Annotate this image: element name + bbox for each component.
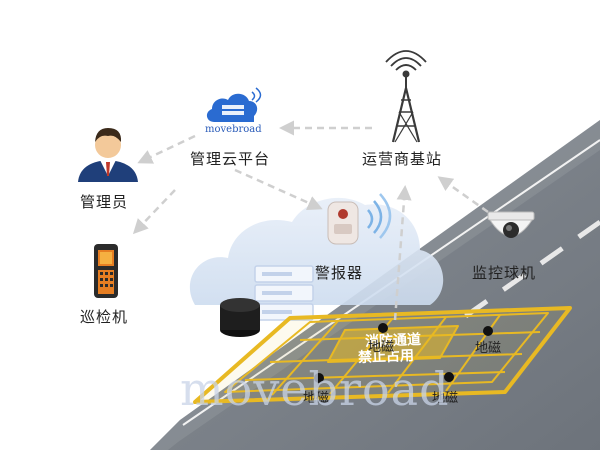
cloud-background xyxy=(189,197,444,305)
sensor-dot xyxy=(378,323,388,333)
sensor-label-4: 地磁 xyxy=(432,391,459,406)
camera-label: 监控球机 xyxy=(472,264,537,282)
base-station-label: 运营商基站 xyxy=(362,150,443,168)
sensor-dot xyxy=(444,372,454,382)
inspector-label: 巡检机 xyxy=(80,308,129,326)
alarm-device-icon xyxy=(327,193,392,245)
sensor-dot xyxy=(483,326,493,336)
brand-logo-text: movebroad xyxy=(205,124,262,135)
sensor-label-2: 地磁 xyxy=(475,341,502,356)
flow-arrows xyxy=(132,120,489,321)
administrator-label: 管理员 xyxy=(80,193,129,211)
fire-lane-zone xyxy=(193,306,572,404)
sensor-dot xyxy=(314,373,324,383)
sensor-dots xyxy=(314,323,493,383)
base-station-tower-icon xyxy=(385,50,427,143)
sensor-label-3: 地磁 xyxy=(303,391,330,406)
server-icon xyxy=(254,265,314,321)
cloud-platform-label: 管理云平台 xyxy=(190,150,271,168)
cloud-platform-icon xyxy=(206,87,262,122)
sensor-label-1: 地磁 xyxy=(368,340,395,355)
alarm-label: 警报器 xyxy=(315,264,364,282)
sensor-device-icon xyxy=(220,298,260,337)
dome-camera-icon xyxy=(487,211,535,238)
handheld-inspector-icon xyxy=(94,244,118,298)
administrator-icon xyxy=(78,128,138,182)
watermark: movebroad xyxy=(180,362,450,416)
